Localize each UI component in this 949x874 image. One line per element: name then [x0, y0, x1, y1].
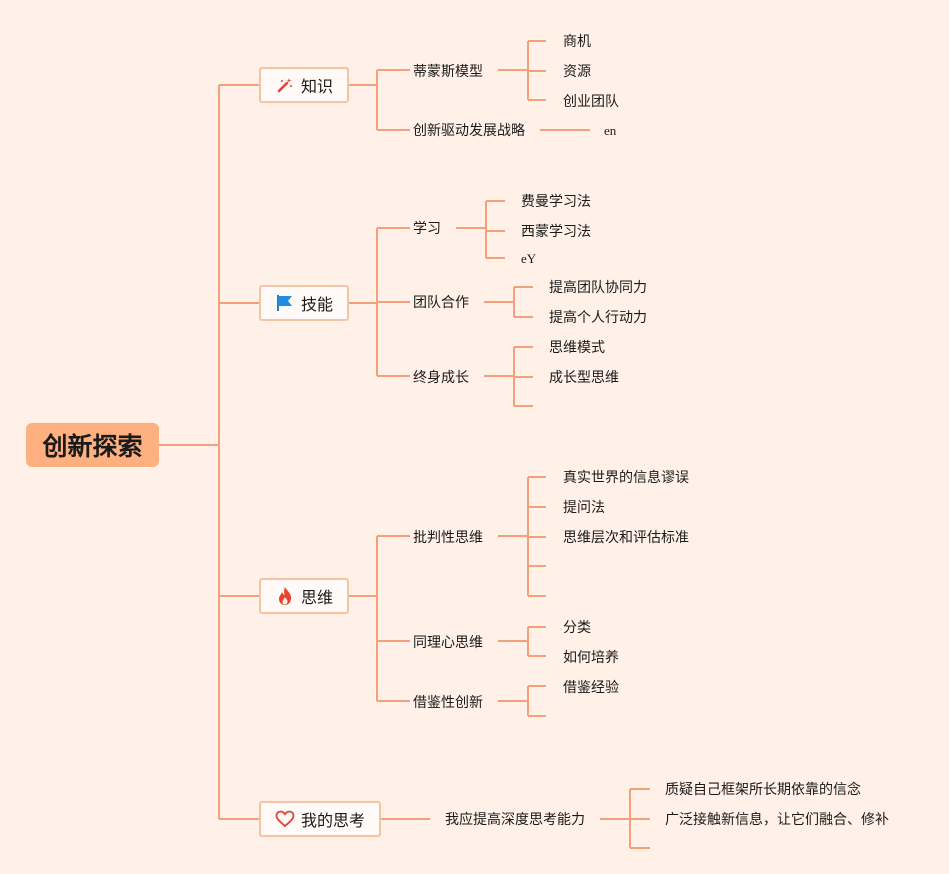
topic-critical-thinking[interactable]: 批判性思维	[413, 529, 483, 545]
branch-label: 知识	[300, 79, 333, 96]
topic-borrowed-innovation[interactable]: 借鉴性创新	[413, 694, 483, 710]
branch-my-thoughts[interactable]: 我的思考	[259, 801, 381, 837]
leaf-thinking-levels[interactable]: 思维层次和评估标准	[563, 529, 689, 545]
leaf-info-fallacy[interactable]: 真实世界的信息谬误	[563, 469, 689, 485]
topic-teamwork[interactable]: 团队合作	[413, 294, 469, 310]
flag-icon	[275, 293, 295, 313]
leaf-team-synergy[interactable]: 提高团队协同力	[549, 279, 647, 295]
leaf-founding-team[interactable]: 创业团队	[563, 93, 619, 109]
leaf-classification[interactable]: 分类	[563, 619, 591, 635]
leaf-en[interactable]: en	[604, 123, 617, 138]
leaf-borrow-experience[interactable]: 借鉴经验	[563, 679, 619, 695]
heart-icon	[275, 809, 295, 829]
topic-empathy-thinking[interactable]: 同理心思维	[413, 634, 483, 650]
leaf-mindset[interactable]: 思维模式	[549, 339, 605, 355]
leaf-questioning[interactable]: 提问法	[563, 499, 605, 515]
topic-lifelong-growth[interactable]: 终身成长	[413, 369, 469, 385]
leaf-opportunity[interactable]: 商机	[563, 33, 591, 49]
topic-innovation-strategy[interactable]: 创新驱动发展战略	[413, 122, 525, 138]
branch-knowledge[interactable]: 知识	[259, 67, 349, 103]
leaf-ey[interactable]: eY	[521, 251, 537, 266]
leaf-personal-action[interactable]: 提高个人行动力	[549, 309, 647, 325]
branch-skills[interactable]: 技能	[259, 285, 349, 321]
leaf-feynman[interactable]: 费曼学习法	[521, 193, 591, 209]
leaf-simon[interactable]: 西蒙学习法	[521, 223, 591, 239]
leaf-question-beliefs[interactable]: 质疑自己框架所长期依靠的信念	[665, 781, 861, 797]
leaf-how-to-cultivate[interactable]: 如何培养	[563, 649, 619, 665]
leaf-growth-mindset[interactable]: 成长型思维	[549, 369, 619, 385]
magic-wand-icon	[275, 75, 295, 95]
topic-learning[interactable]: 学习	[413, 220, 441, 236]
leaf-resources[interactable]: 资源	[563, 63, 591, 79]
branch-label: 我的思考	[300, 813, 365, 830]
branch-thinking[interactable]: 思维	[259, 578, 349, 614]
root-topic[interactable]: 创新探索	[26, 423, 159, 467]
branch-label: 思维	[300, 590, 333, 607]
fire-icon	[275, 586, 295, 606]
topic-deep-thinking[interactable]: 我应提高深度思考能力	[445, 811, 585, 827]
leaf-new-information[interactable]: 广泛接触新信息，让它们融合、修补	[665, 811, 889, 827]
topic-timmons-model[interactable]: 蒂蒙斯模型	[413, 63, 483, 79]
branch-label: 技能	[300, 297, 333, 314]
